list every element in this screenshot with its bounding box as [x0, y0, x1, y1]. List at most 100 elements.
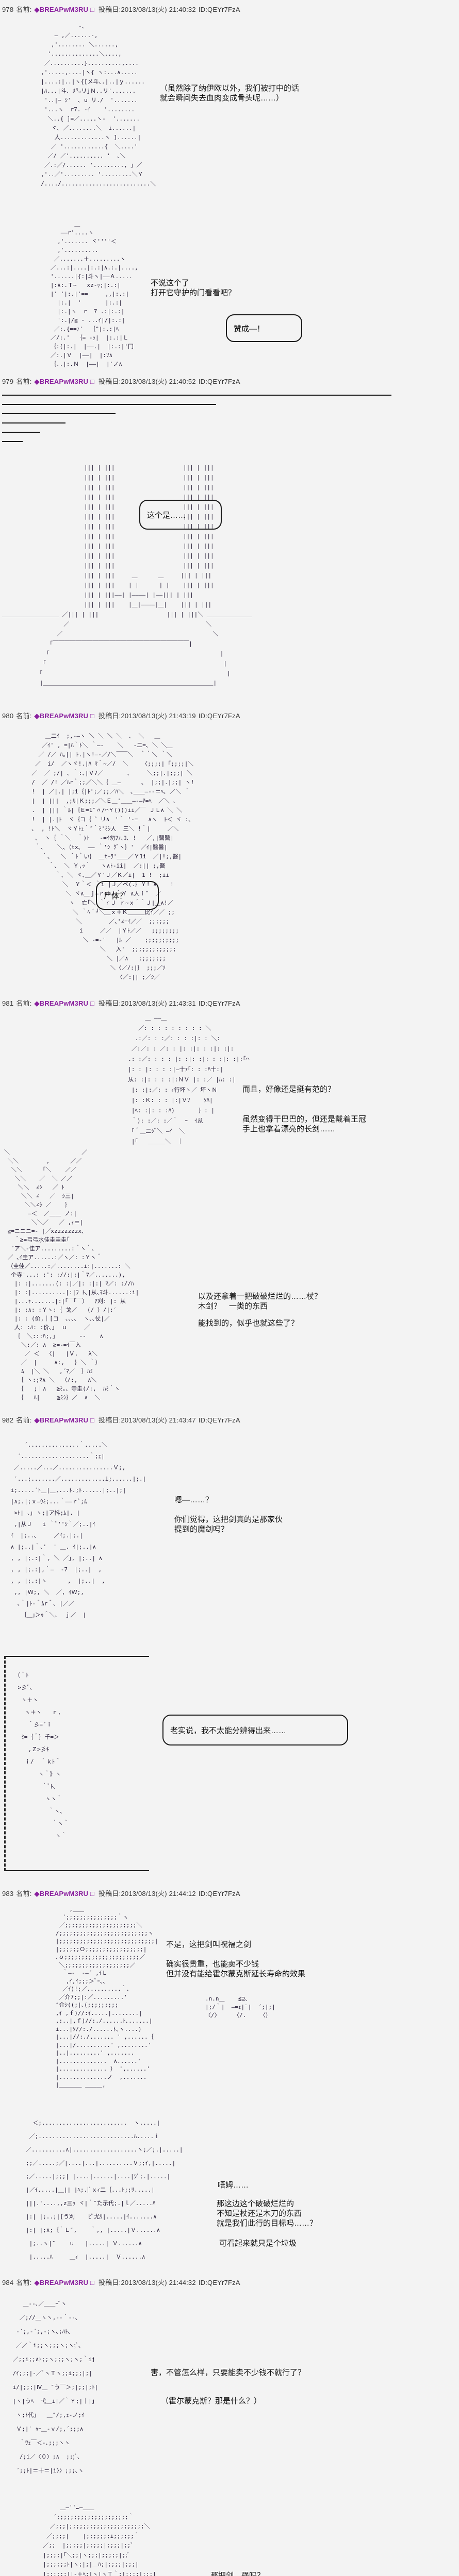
date-label: 投稿日:: [99, 6, 121, 13]
divider-line: [2, 422, 65, 423]
dialogue: 唔姆……: [218, 2180, 249, 2190]
bubble-text: 赞成—！: [234, 324, 265, 333]
dialogue-line: 提到的魔剑吗？: [174, 1525, 229, 1534]
dialogue-line: 不说这个了: [151, 279, 190, 287]
divider-line: [2, 413, 116, 414]
name-label: 名前:: [16, 712, 32, 720]
dialogue-line: 木剑？ 一类的东西: [198, 1302, 268, 1311]
post-number: 982: [2, 1416, 14, 1424]
dialogue-line: 唔姆……: [218, 2181, 249, 2190]
dialogue: 害，不管怎么样，只要能卖不少钱不就行了？: [151, 2368, 305, 2378]
bubble-text: 尸体？: [104, 891, 127, 901]
date-label: 投稿日:: [99, 999, 121, 1007]
dialogue-line: 打开它守护的门看看吧？: [151, 289, 236, 297]
post-id: ID:QEYr7FzA: [198, 999, 240, 1007]
dialogue-line: 手上也拿着漂亮的长剑……: [242, 1125, 336, 1133]
divider-line: [2, 395, 391, 396]
dialogue: 那把剑，强吗？: [210, 2571, 265, 2576]
dialogue-line: 能找到的，似乎也就这些了？: [198, 1319, 299, 1328]
dialogue-line: 就是我们此行的目标吗……？: [217, 2219, 318, 2228]
dialogue: 不说这个了打开它守护的门看看吧？: [151, 278, 236, 298]
name-label: 名前:: [16, 378, 32, 385]
dialogue-line: 你们觉得，这把剑真的是那家伙: [174, 1515, 283, 1524]
dialogue-line: （霍尔蒙克斯？那是什么？）: [161, 2397, 262, 2405]
ascii-art-gate-pillars-stairs: ||| | ||| ||| | ||| ||| | ||| ||| | ||| …: [2, 464, 252, 686]
picture-frame: [4, 1656, 149, 1871]
bubble-text: 老实说，我不太能分辨得出来……: [170, 1726, 287, 1735]
name-label: 名前:: [16, 1890, 32, 1897]
dialogue: 确实很贵重，也能卖不少钱但并没有能给霍尔蒙克斯延长寿命的效果: [166, 1959, 305, 1979]
divider-line: [2, 432, 40, 433]
dialogue: 嗯—……？: [174, 1495, 213, 1505]
divider-line: [2, 441, 23, 442]
dialogue-line: 不知是杖还是木刀的东西: [217, 2209, 302, 2218]
name-label: 名前:: [16, 2279, 32, 2286]
post-datetime: 2013/08/13(火) 21:43:47: [121, 1416, 196, 1424]
post-id: ID:QEYr7FzA: [198, 6, 240, 13]
ascii-art-kneeling-figure: ＿―''…―＿＿ ´;;;;;;;;;;;;;;;;;;;;;｀ ／;;;|;;…: [43, 2504, 156, 2576]
ascii-art-small-creatures: .n.n＿ ≦⊇､ |;/｀| ―=ｪ|¨| ´;|;| 〈/〉 〈/. 〈）: [205, 1995, 275, 2019]
speech-bubble: 这个是……: [139, 500, 222, 530]
dialogue: 你们觉得，这把剑真的是那家伙提到的魔剑吗？: [174, 1515, 283, 1534]
date-label: 投稿日:: [99, 1890, 121, 1897]
dialogue-line: 而且，好像还是挺有范的？: [242, 1085, 336, 1094]
bubble-text: 这个是……: [147, 511, 186, 520]
date-label: 投稿日:: [99, 712, 121, 720]
dialogue-line: 那这边这个破破烂烂的: [217, 2199, 294, 2208]
ascii-art-skeleton-dragon: ＿二ｲ ;,-―ヽ ＼ ＼ ＼ ＼ ､ ＼ ＿ ／ｲ' , =|ﾊ｀ﾄ＼ ｀―-…: [31, 733, 194, 980]
post-number: 980: [2, 712, 14, 720]
post-id: ID:QEYr7FzA: [198, 712, 240, 720]
divider-line: [2, 404, 216, 405]
dialogue-line: 虽然变得干巴巴的，但还是戴着王冠: [242, 1115, 367, 1124]
date-label: 投稿日:: [99, 2279, 121, 2286]
dialogue-line: 以及还拿着一把破破烂烂的……杖？: [198, 1292, 322, 1301]
dialogue: 不是，这把剑叫祝福之剑: [166, 1940, 251, 1950]
ascii-art-long-haired-figure: ＜;......................... ヽ.....| ／;..…: [26, 2120, 183, 2260]
speech-bubble: 老实说，我不太能分辨得出来……: [162, 1715, 348, 1745]
ascii-art-bird-in-frame: （＾ﾄ >彡ﾞ､ ヽ＋ヽ ヽ＋ヽ ｒ, ｀彡=´ｉ ﾐ=｛＾｝千=＞ ,Ｚ>彡ｷ…: [14, 1672, 69, 1839]
post-number: 981: [2, 999, 14, 1007]
post-id: ID:QEYr7FzA: [198, 1890, 240, 1897]
dialogue: 那这边这个破破烂烂的不知是杖还是木刀的东西就是我们此行的目标吗……？: [217, 2199, 317, 2228]
post-number: 978: [2, 6, 14, 13]
date-label: 投稿日:: [99, 1416, 121, 1424]
dialogue: 能找到的，似乎也就这些了？: [198, 1318, 299, 1328]
tripcode: ◆BREAPwM3RU □: [34, 1890, 95, 1897]
name-label: 名前:: [16, 999, 32, 1007]
tripcode: ◆BREAPwM3RU □: [34, 999, 95, 1007]
dialogue-line: 害，不管怎么样，只要能卖不少钱不就行了？: [151, 2368, 306, 2377]
dialogue-line: （虽然除了纳伊欧以外，我们被打中的话: [160, 84, 300, 93]
post-id: ID:QEYr7FzA: [198, 1416, 240, 1424]
tripcode: ◆BREAPwM3RU □: [34, 6, 95, 13]
post-datetime: 2013/08/13(火) 21:43:19: [121, 712, 196, 720]
post-number: 984: [2, 2279, 14, 2286]
name-label: 名前:: [16, 1416, 32, 1424]
tripcode: ◆BREAPwM3RU □: [34, 712, 95, 720]
tripcode: ◆BREAPwM3RU □: [34, 1416, 95, 1424]
post-datetime: 2013/08/13(火) 21:40:32: [121, 6, 196, 13]
post-number: 979: [2, 378, 14, 385]
name-label: 名前:: [16, 6, 32, 13]
ascii-art-girl-face: ＿ ――＿ ／: : : : : : : : : ＼ .:／: : :／: : …: [128, 1014, 250, 1145]
dialogue: 可看起来就只是个垃圾: [219, 2239, 297, 2248]
tripcode: ◆BREAPwM3RU □: [34, 2279, 95, 2286]
dialogue-line: 那把剑，强吗？: [210, 2571, 265, 2576]
dialogue-line: 不是，这把剑叫祝福之剑: [166, 1940, 252, 1949]
ascii-art-young-girl: ´...............｀.....＼ ´...............…: [10, 1442, 146, 1618]
dialogue: （虽然除了纳伊欧以外，我们被打中的话就会瞬间失去血肉变成骨头呢……）: [160, 83, 299, 103]
dialogue-line: 但并没有能给霍尔蒙克斯延长寿命的效果: [166, 1970, 306, 1978]
dialogue: 以及还拿着一把破破烂烂的……杖？木剑？ 一类的东西: [198, 1292, 322, 1311]
dialogue-line: 确实很贵重，也能卖不少钱: [166, 1960, 259, 1969]
post-datetime: 2013/08/13(火) 21:44:12: [121, 1890, 196, 1897]
dialogue: 而且，好像还是挺有范的？: [242, 1084, 335, 1094]
speech-bubble: 尸体？: [96, 881, 159, 910]
post-number: 983: [2, 1890, 14, 1897]
post-id: ID:QEYr7FzA: [198, 2279, 240, 2286]
tripcode: ◆BREAPwM3RU □: [34, 378, 95, 385]
